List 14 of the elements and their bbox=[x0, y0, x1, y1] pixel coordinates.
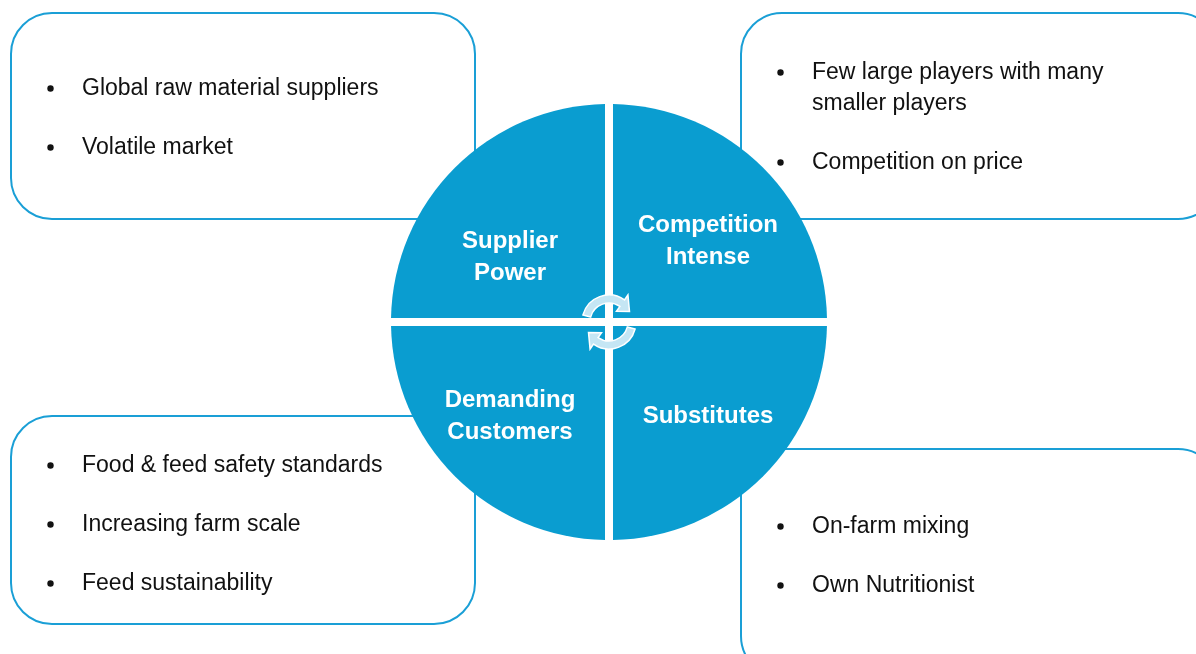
bullet-item: Own Nutritionist bbox=[777, 569, 1192, 600]
bullet-item: Feed sustainability bbox=[47, 567, 482, 598]
quadrant-title: Competition Intense bbox=[637, 209, 779, 271]
bullet-item: On-farm mixing bbox=[777, 510, 1192, 541]
quadrant-title: Demanding Customers bbox=[443, 384, 577, 446]
bullet-item: Increasing farm scale bbox=[47, 508, 482, 539]
bullet-item: Volatile market bbox=[47, 131, 462, 162]
quadrant-title: Substitutes bbox=[641, 400, 775, 430]
text-panel bbox=[10, 12, 476, 220]
quadrant-title: Supplier Power bbox=[461, 225, 559, 287]
bullet-item: Competition on price bbox=[777, 146, 1172, 177]
text-panel bbox=[740, 448, 1196, 654]
bullet-item: Global raw material suppliers bbox=[47, 72, 462, 103]
bullet-item: Few large players with many smaller players bbox=[777, 56, 1172, 118]
